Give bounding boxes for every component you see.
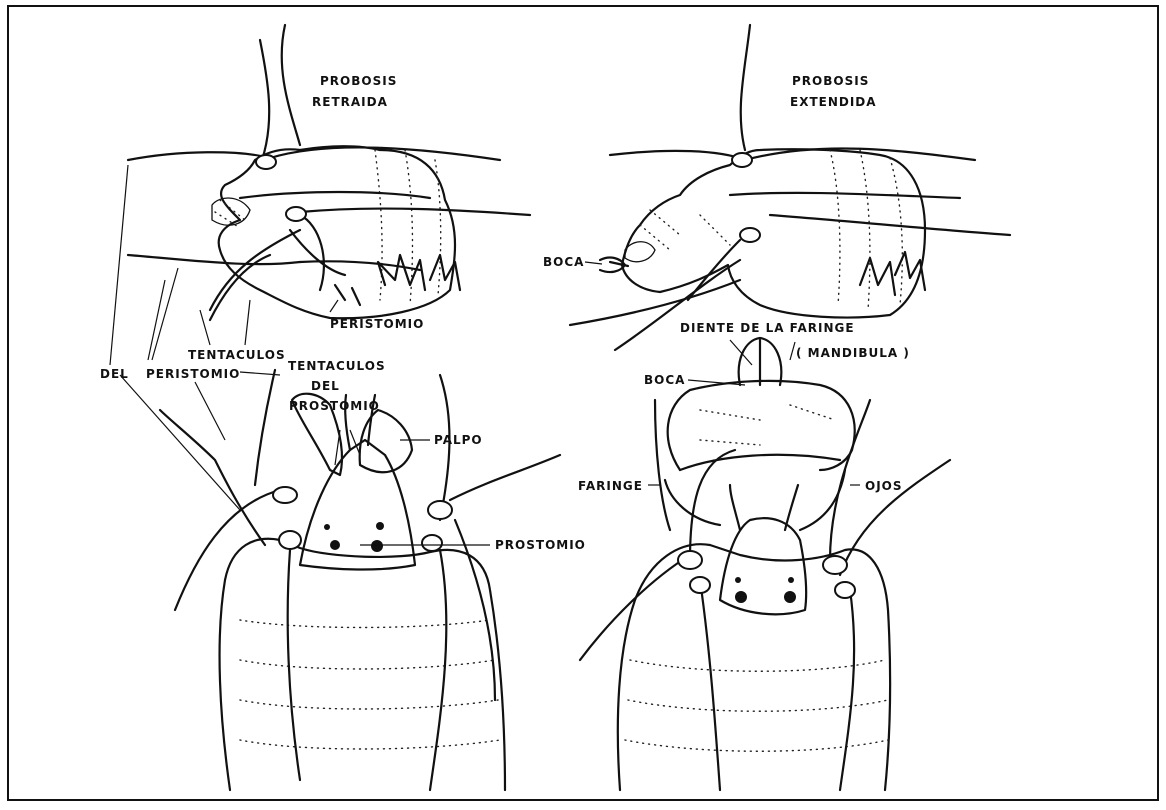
worm-dorsal-retracted xyxy=(160,370,560,790)
label-probosis-extendida-1: PROBOSIS xyxy=(792,74,869,88)
worm-lateral-retracted xyxy=(128,25,530,320)
label-mandibula: ( MANDIBULA ) xyxy=(796,346,910,360)
label-prostomio: PROSTOMIO xyxy=(495,538,586,552)
figure-frame xyxy=(8,6,1158,800)
label-boca-dorsal: BOCA xyxy=(644,373,685,387)
label-tentaculos: TENTACULOS xyxy=(188,348,286,362)
label-faringe: FARINGE xyxy=(578,479,643,493)
label-palpo: PALPO xyxy=(434,433,483,447)
label-diente-faringe: DIENTE DE LA FARINGE xyxy=(680,321,855,335)
label-tentaculos-prostomio-2: DEL xyxy=(311,379,340,393)
label-probosis-retraida-2: RETRAIDA xyxy=(312,95,388,109)
label-ojos: OJOS xyxy=(865,479,903,493)
worm-lateral-extended xyxy=(570,25,1010,350)
label-del: DEL xyxy=(100,367,129,381)
worm-dorsal-extended xyxy=(580,338,950,790)
label-boca-lateral: BOCA xyxy=(543,255,584,269)
label-probosis-extendida-2: EXTENDIDA xyxy=(790,95,877,109)
label-peristomio-dorsal: PERISTOMIO xyxy=(146,367,240,381)
label-probosis-retraida-1: PROBOSIS xyxy=(320,74,397,88)
label-tentaculos-prostomio-3: PROSTOMIO xyxy=(289,399,380,413)
label-peristomio-lateral: PERISTOMIO xyxy=(330,317,424,331)
label-tentaculos-prostomio-1: TENTACULOS xyxy=(288,359,386,373)
